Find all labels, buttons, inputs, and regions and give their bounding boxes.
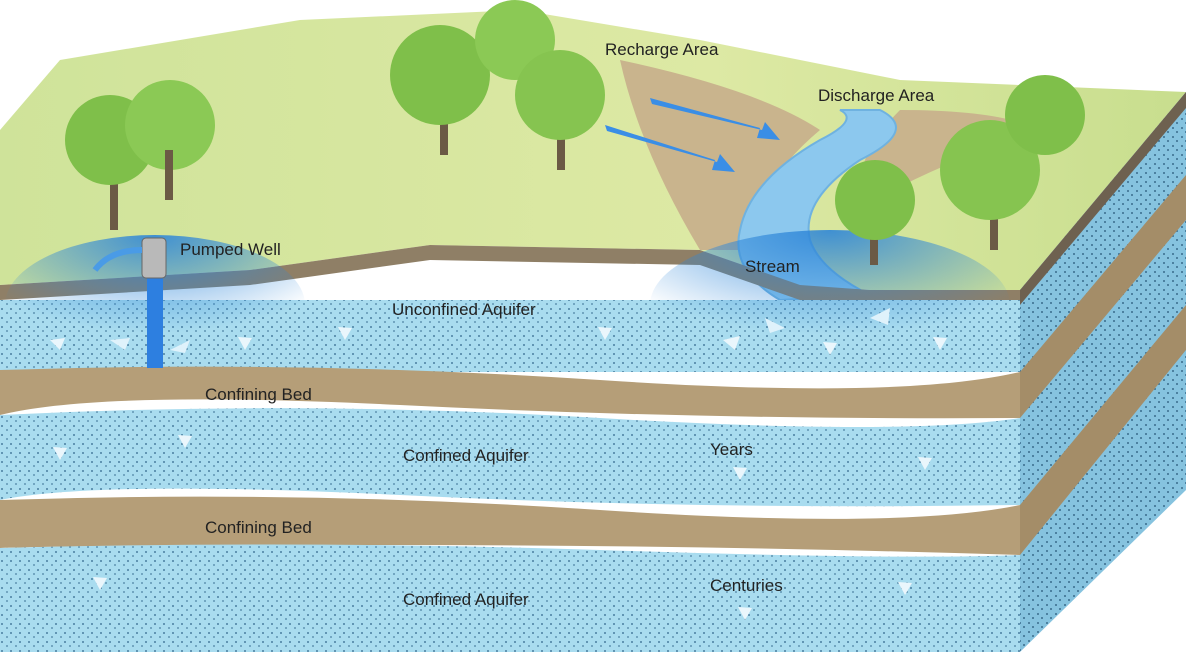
label-discharge-area: Discharge Area — [818, 86, 935, 105]
well-casing — [147, 270, 163, 368]
label-unconfined-aquifer: Unconfined Aquifer — [392, 300, 536, 319]
recharge-arrows — [605, 98, 780, 172]
confining-bed-2-layer — [0, 496, 1020, 555]
label-pumped-well: Pumped Well — [180, 240, 281, 259]
confined-aquifer-2-layer — [0, 544, 1020, 652]
label-confining-bed-2: Confining Bed — [205, 518, 312, 537]
label-years: Years — [710, 440, 753, 459]
side-soil — [1020, 92, 1186, 305]
label-confined-aquifer-1: Confined Aquifer — [403, 446, 529, 465]
well-pump — [141, 237, 167, 279]
label-stream: Stream — [745, 257, 800, 276]
stream-inflow-arrows — [765, 308, 890, 333]
trees — [65, 0, 1085, 265]
label-confined-aquifer-2: Confined Aquifer — [403, 590, 529, 609]
confining-bed-1-layer — [0, 366, 1020, 419]
flow-arrows — [50, 327, 947, 620]
well-inflow-arrows — [110, 338, 190, 353]
label-centuries: Centuries — [710, 576, 783, 595]
confined-aquifer-1-layer — [0, 408, 1020, 507]
label-confining-bed-1: Confining Bed — [205, 385, 312, 404]
side-confining-bed-1 — [1020, 175, 1186, 418]
well-outflow — [92, 247, 143, 272]
label-recharge-area: Recharge Area — [605, 40, 719, 59]
side-confining-bed-2 — [1020, 305, 1186, 555]
stream-discharge-zone — [650, 230, 1010, 380]
